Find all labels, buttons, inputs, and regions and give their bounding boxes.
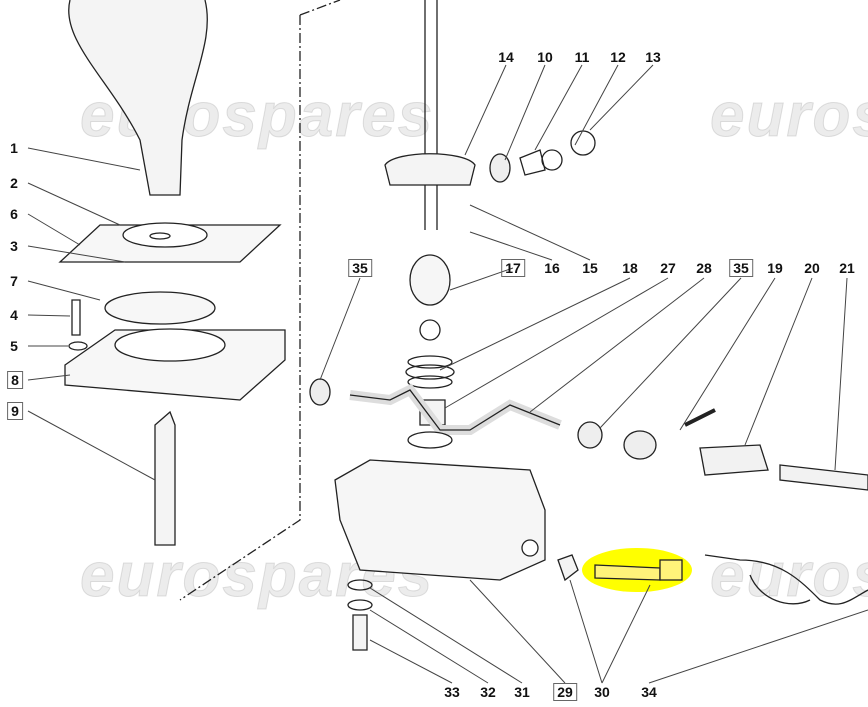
part-label[interactable]: 1 xyxy=(10,140,18,156)
selector-housing xyxy=(334,459,546,581)
part-label[interactable]: 21 xyxy=(839,260,855,276)
divider-line xyxy=(179,0,341,601)
leader-lines xyxy=(27,64,868,684)
part-label[interactable]: 15 xyxy=(582,260,598,276)
part-label[interactable]: 31 xyxy=(514,684,530,700)
part-label[interactable]: 12 xyxy=(610,49,626,65)
part-label[interactable]: 30 xyxy=(594,684,610,700)
part-label[interactable]: 14 xyxy=(498,49,514,65)
part-label[interactable]: 11 xyxy=(574,49,590,65)
part-label[interactable]: 2 xyxy=(10,175,18,191)
part-label-boxed[interactable]: 29 xyxy=(553,683,577,701)
part-label[interactable]: 3 xyxy=(10,238,18,254)
part-label[interactable]: 34 xyxy=(641,684,657,700)
part-label-boxed[interactable]: 35 xyxy=(348,259,372,277)
part-label[interactable]: 5 xyxy=(10,338,18,354)
part-label-boxed[interactable]: 8 xyxy=(7,371,23,389)
part-label[interactable]: 20 xyxy=(804,260,820,276)
part-label[interactable]: 10 xyxy=(537,49,553,65)
gear-knob xyxy=(68,0,208,196)
shift-rod xyxy=(424,0,438,230)
part-label[interactable]: 13 xyxy=(645,49,661,65)
watermark: eurospares xyxy=(709,541,868,611)
pin xyxy=(154,410,176,546)
part-label[interactable]: 16 xyxy=(544,260,560,276)
watermark: eurospares xyxy=(709,81,868,151)
part-label-boxed[interactable]: 35 xyxy=(729,259,753,277)
part-label[interactable]: 19 xyxy=(767,260,783,276)
part-label[interactable]: 7 xyxy=(10,273,18,289)
screw xyxy=(71,299,81,336)
wiring-harness xyxy=(704,554,868,605)
part-label[interactable]: 4 xyxy=(10,307,18,323)
part-label[interactable]: 18 xyxy=(622,260,638,276)
part-label[interactable]: 27 xyxy=(660,260,676,276)
part-label[interactable]: 32 xyxy=(480,684,496,700)
part-label[interactable]: 33 xyxy=(444,684,460,700)
part-label[interactable]: 28 xyxy=(696,260,712,276)
part-label-boxed[interactable]: 17 xyxy=(501,259,525,277)
part-label-boxed[interactable]: 9 xyxy=(7,402,23,420)
part-label[interactable]: 6 xyxy=(10,206,18,222)
